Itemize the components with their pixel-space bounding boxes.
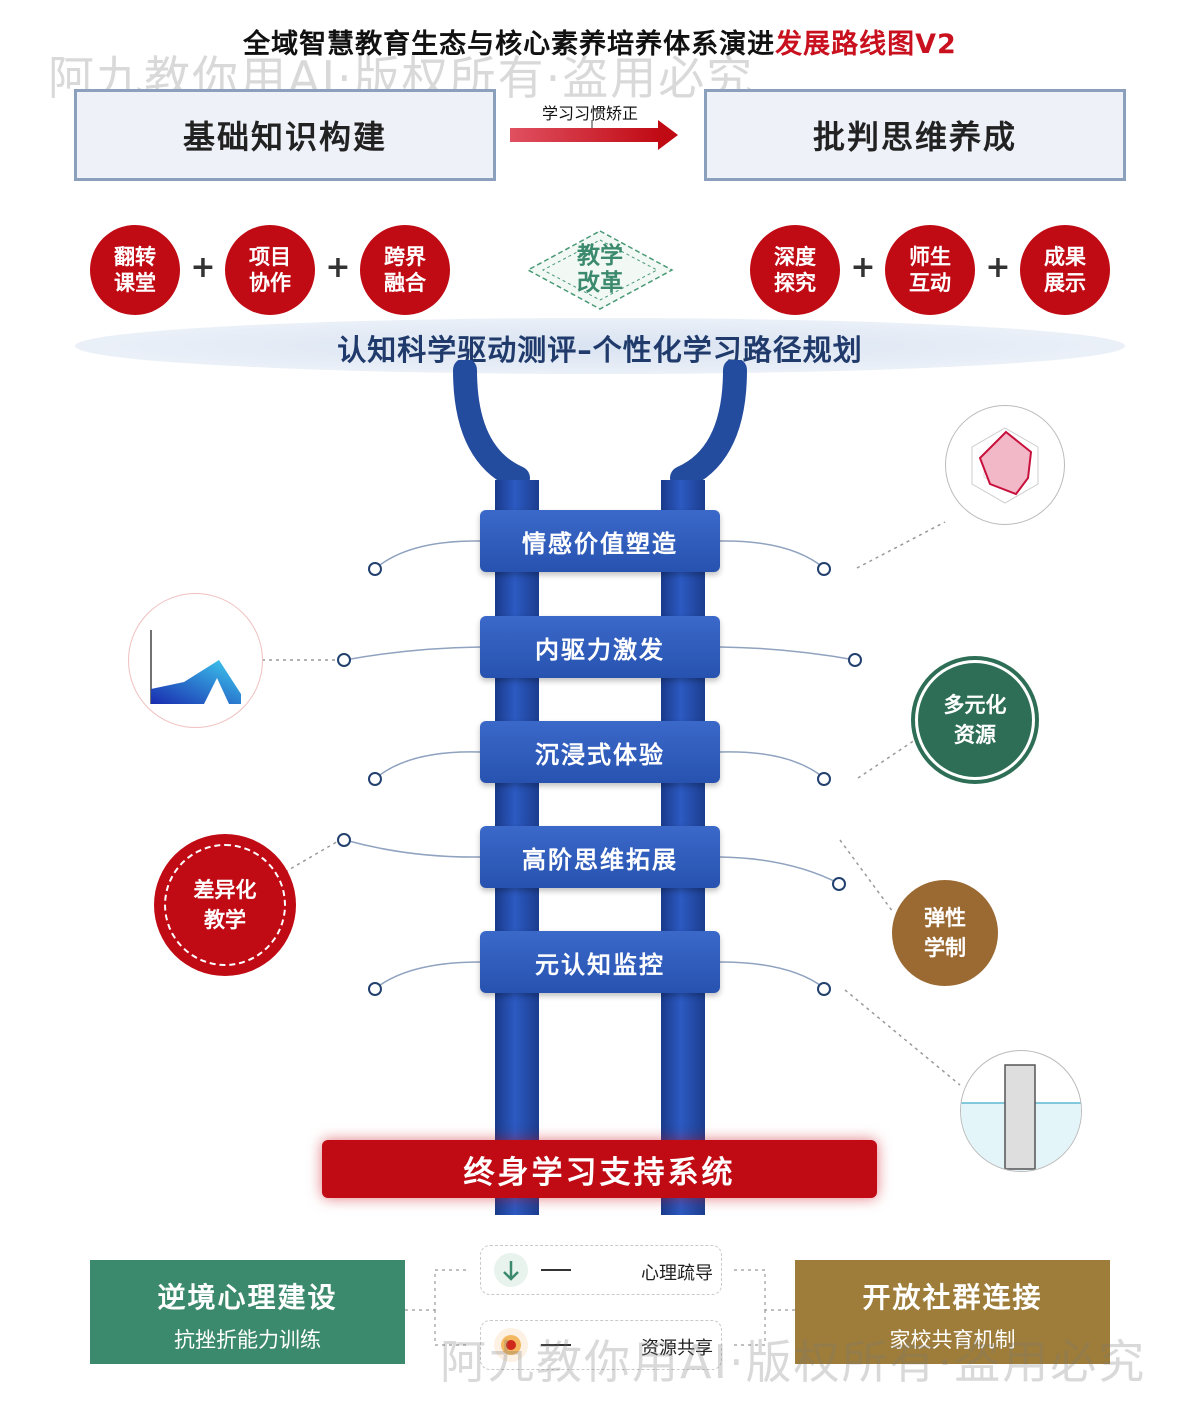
assessment-text: 认知科学驱动测评–个性化学习路径规划 — [337, 333, 863, 367]
watermark-bottom: 阿九教你用AI·版权所有·盗用必究 — [440, 1335, 1147, 1389]
connector-dot — [337, 653, 351, 667]
connector-dot — [817, 982, 831, 996]
ladder-top-curves — [453, 360, 747, 490]
circle-results-show: 成果 展示 — [1020, 225, 1110, 315]
rung-higher-order-thinking: 高阶思维拓展 — [480, 826, 720, 888]
circle-label: 深度 探究 — [774, 245, 816, 295]
teaching-reform-label: 教学 改革 — [577, 243, 623, 296]
box-title: 开放社群连接 — [862, 1281, 1043, 1314]
pill-counseling: 心理疏导 — [480, 1245, 722, 1295]
box-subtitle: 抗挫折能力训练 — [174, 1328, 321, 1352]
pill-resource-sharing: 资源共享 — [480, 1320, 722, 1370]
title-main: 全域智慧教育生态与核心素养培养体系演进 — [243, 29, 776, 60]
plus-sign: + — [850, 250, 876, 285]
rung-immersive-experience: 沉浸式体验 — [480, 721, 720, 783]
connector-dot — [848, 653, 862, 667]
right-arrow-icon — [510, 120, 678, 150]
level-gauge-icon — [960, 1050, 1082, 1172]
box-subtitle: 家校共育机制 — [889, 1328, 1016, 1352]
connector-dot — [337, 833, 351, 847]
rung-intrinsic-motivation: 内驱力激发 — [480, 616, 720, 678]
connector-dot — [817, 562, 831, 576]
plus-sign: + — [325, 250, 351, 285]
circle-label: 多元化 资源 — [943, 693, 1007, 747]
plus-sign: + — [190, 250, 216, 285]
down-arrow-icon — [494, 1253, 528, 1287]
critical-thinking-box: 批判思维养成 — [704, 89, 1126, 181]
circle-label: 师生 互动 — [909, 245, 951, 295]
assessment-ellipse — [75, 318, 1125, 374]
adversity-psychology-box: 逆境心理建设 抗挫折能力训练 — [90, 1260, 405, 1364]
circle-label: 成果 展示 — [1044, 245, 1086, 295]
circle-label: 跨界 融合 — [384, 245, 426, 295]
diamond-shape — [526, 230, 674, 310]
circle-deep-inquiry: 深度 探究 — [750, 225, 840, 315]
target-icon — [494, 1328, 528, 1362]
connector-dot — [368, 772, 382, 786]
circle-label: 差异化 教学 — [193, 878, 257, 932]
circle-teacher-student: 师生 互动 — [885, 225, 975, 315]
pill-label: 资源共享 — [641, 1338, 713, 1359]
page-title: 全域智慧教育生态与核心素养培养体系演进发展路线图V2 — [0, 22, 1200, 61]
area-chart-icon — [128, 593, 263, 728]
connector-dot — [368, 982, 382, 996]
box-title: 逆境心理建设 — [157, 1281, 338, 1314]
radar-chart-icon — [945, 405, 1065, 525]
pill-dash — [541, 1344, 571, 1346]
circle-label: 项目 协作 — [249, 245, 291, 295]
pill-label: 心理疏导 — [641, 1263, 713, 1284]
title-highlight: 发展路线图V2 — [775, 29, 957, 60]
flexible-schooling-circle: 弹性 学制 — [892, 880, 998, 986]
arrow-label: 学习习惯矫正 — [541, 104, 638, 123]
rung-emotional-values: 情感价值塑造 — [480, 510, 720, 572]
connector-dot — [832, 877, 846, 891]
open-community-box: 开放社群连接 家校共育机制 — [795, 1260, 1110, 1364]
lifelong-learning-bar: 终身学习支持系统 — [322, 1140, 877, 1198]
plus-sign: + — [985, 250, 1011, 285]
connector-dot — [817, 772, 831, 786]
differentiated-teaching-circle: 差异化 教学 — [158, 838, 292, 972]
diversified-resources-circle: 多元化 资源 — [915, 660, 1035, 780]
pill-dash — [541, 1269, 571, 1271]
rung-metacognition: 元认知监控 — [480, 931, 720, 993]
circle-label: 翻转 课堂 — [114, 245, 156, 295]
circle-project-collab: 项目 协作 — [225, 225, 315, 315]
circle-label: 弹性 学制 — [924, 906, 966, 960]
connector-dot — [368, 562, 382, 576]
basic-knowledge-box: 基础知识构建 — [74, 89, 496, 181]
circle-cross-fusion: 跨界 融合 — [360, 225, 450, 315]
circle-flipped-classroom: 翻转 课堂 — [90, 225, 180, 315]
